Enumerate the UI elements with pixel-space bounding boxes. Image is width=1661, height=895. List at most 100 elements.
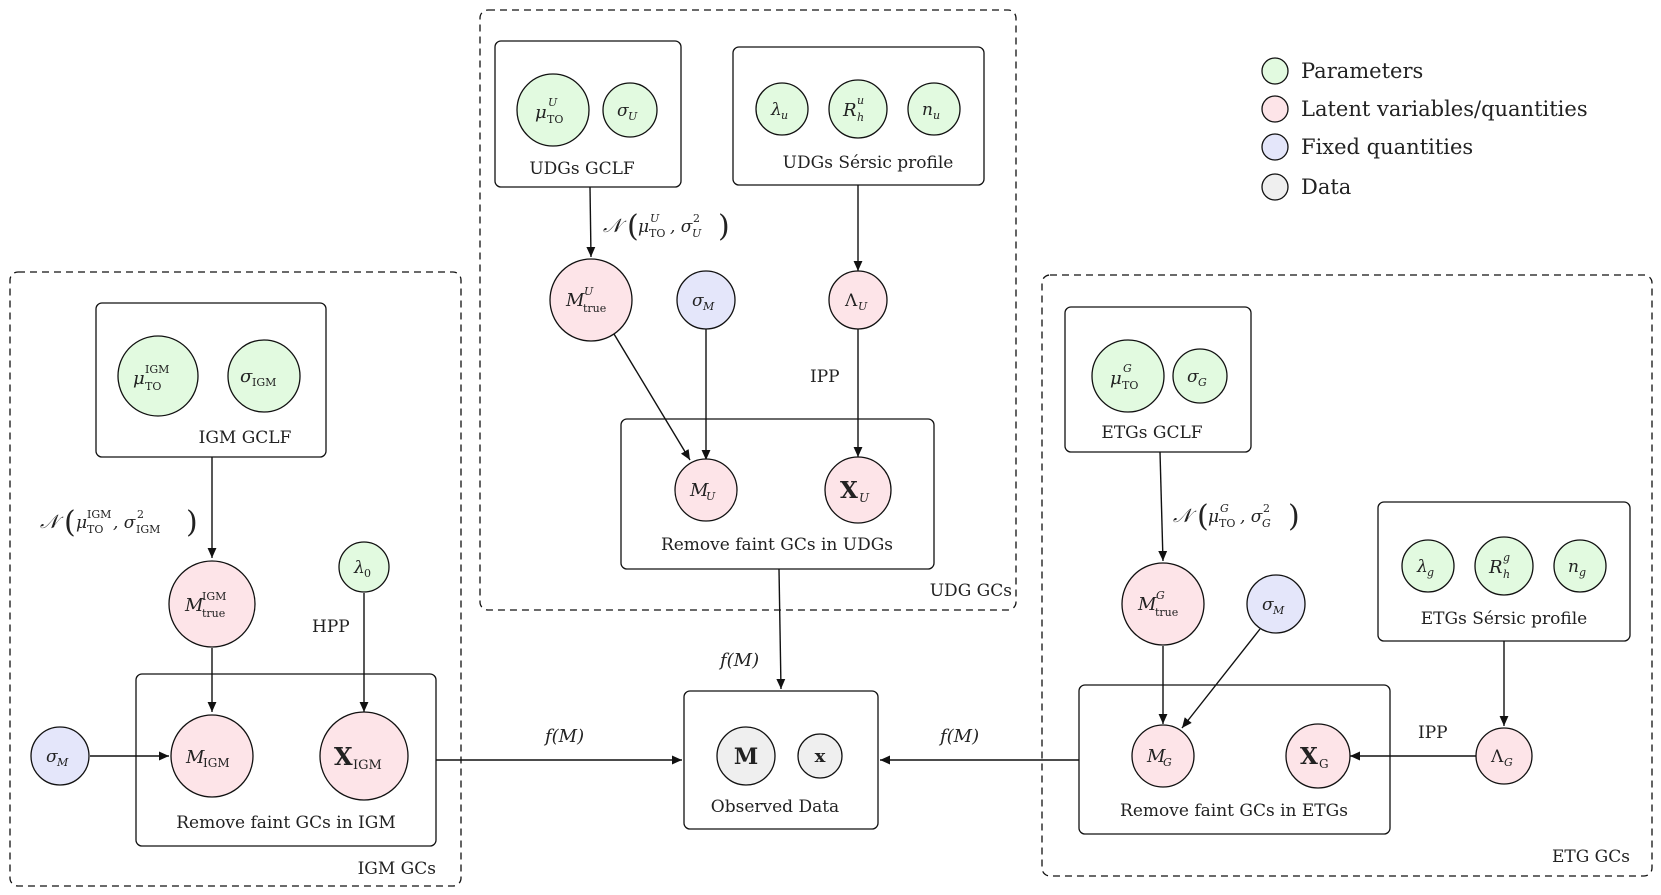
udg-remove-label: Remove faint GCs in UDGs <box>661 535 893 555</box>
svg-text:M: M <box>185 747 205 768</box>
svg-text:μ: μ <box>1110 368 1122 389</box>
svg-text:u: u <box>933 109 940 122</box>
rh-g-node: R h g <box>1474 536 1534 596</box>
etg-remove-label: Remove faint GCs in ETGs <box>1120 801 1348 821</box>
svg-text:X: X <box>1300 743 1318 770</box>
sigma-m-udg-node: σ M <box>676 270 736 330</box>
svg-text:g: g <box>1427 566 1434 579</box>
svg-text:G: G <box>1163 756 1172 769</box>
svg-text:λ: λ <box>770 100 782 120</box>
svg-text:μ: μ <box>133 368 145 389</box>
hpp-label: HPP <box>312 617 350 637</box>
etg-sersic-label: ETGs Sérsic profile <box>1421 609 1587 629</box>
svg-text:TO: TO <box>1122 379 1138 392</box>
svg-text:, σ: , σ <box>1240 507 1263 527</box>
svg-text:2: 2 <box>1263 502 1270 515</box>
edge-udg-to-observed <box>776 568 786 690</box>
svg-text:𝒩: 𝒩 <box>1173 505 1197 527</box>
svg-text:G: G <box>1123 362 1132 375</box>
svg-text:M: M <box>1146 746 1166 767</box>
svg-text:): ) <box>186 505 198 540</box>
svg-text:u: u <box>857 94 864 107</box>
udg-fm-label: f(M) <box>718 650 759 671</box>
svg-text:μ: μ <box>76 513 87 533</box>
svg-text:TO: TO <box>87 523 103 536</box>
svg-text:, σ: , σ <box>113 513 136 533</box>
sigma-igm-node: σ IGM <box>227 339 301 413</box>
svg-text:X: X <box>840 477 858 504</box>
svg-text:M: M <box>1272 604 1285 617</box>
svg-text:σ: σ <box>692 291 704 311</box>
svg-text:σ: σ <box>1262 595 1274 615</box>
svg-text:U: U <box>628 110 638 123</box>
etg-fm-label: f(M) <box>938 726 979 747</box>
legend-item-parameters: Parameters <box>1261 57 1423 85</box>
lambda-g-node: λ g <box>1401 539 1455 593</box>
svg-text:TO: TO <box>145 380 161 393</box>
svg-text:M: M <box>734 744 758 770</box>
svg-text:G: G <box>1156 589 1165 602</box>
udg-ipp-label: IPP <box>810 367 840 387</box>
sigma-u-node: σ U <box>602 82 658 138</box>
svg-text:R: R <box>1488 557 1503 578</box>
svg-text:X: X <box>334 742 353 771</box>
svg-text:G: G <box>1319 757 1329 771</box>
svg-text:n: n <box>922 100 933 120</box>
svg-text:M: M <box>184 595 204 616</box>
svg-text:U: U <box>858 300 868 313</box>
lambda-cap-u-node: Λ U <box>828 270 888 330</box>
svg-text:(: ( <box>627 209 639 244</box>
udg-group-label: UDG GCs <box>930 581 1012 601</box>
rh-u-node: R h u <box>828 79 888 139</box>
etg-group-plate <box>1041 274 1653 877</box>
m-true-g-node: M true G <box>1121 562 1205 646</box>
m-g-node: M G <box>1131 724 1195 788</box>
svg-text:TO: TO <box>547 113 563 126</box>
svg-text:U: U <box>584 285 594 298</box>
svg-text:true: true <box>202 607 225 620</box>
svg-text:σ: σ <box>46 747 58 767</box>
svg-text:g: g <box>1503 551 1510 564</box>
n-g-node: n g <box>1553 539 1607 593</box>
svg-text:𝒩: 𝒩 <box>603 215 627 237</box>
udg-normal-distribution-label: 𝒩 ( μ TO U , σ U 2 ) <box>603 209 730 244</box>
igm-group-plate <box>9 271 462 887</box>
svg-text:U: U <box>548 96 558 109</box>
svg-text:h: h <box>1503 568 1510 581</box>
mu-to-u-node: μ TO U <box>516 73 590 147</box>
igm-remove-label: Remove faint GCs in IGM <box>176 813 396 833</box>
igm-gclf-plate <box>95 302 327 458</box>
svg-text:TO: TO <box>1219 517 1235 530</box>
svg-text:IGM: IGM <box>252 376 276 389</box>
svg-text:, σ: , σ <box>670 217 693 237</box>
svg-text:Data: Data <box>1301 175 1351 199</box>
legend-item-data: Data <box>1261 173 1351 201</box>
m-true-u-node: M true U <box>549 258 633 342</box>
svg-text:U: U <box>706 490 716 503</box>
svg-text:G: G <box>1198 376 1207 389</box>
svg-text:λ: λ <box>353 558 365 578</box>
svg-text:): ) <box>718 209 730 244</box>
svg-text:G: G <box>1504 756 1513 769</box>
igm-fm-label: f(M) <box>543 726 584 747</box>
svg-text:M: M <box>1137 594 1157 615</box>
observed-data-plate <box>683 690 879 830</box>
edge-etg-gclf-to-mtrue <box>1158 451 1168 562</box>
svg-text:λ: λ <box>1416 557 1428 577</box>
svg-text:(: ( <box>1197 499 1209 534</box>
udg-sersic-label: UDGs Sérsic profile <box>783 153 954 173</box>
m-igm-node: M IGM <box>170 714 254 798</box>
svg-text:IGM: IGM <box>202 590 226 603</box>
svg-text:G: G <box>1220 502 1229 515</box>
edge-udg-gclf-to-mtrue <box>586 186 596 258</box>
legend: Parameters Latent variables/quantities F… <box>1261 57 1588 201</box>
etg-ipp-label: IPP <box>1418 723 1448 743</box>
n-u-node: n u <box>907 82 961 136</box>
svg-text:g: g <box>1579 566 1586 579</box>
legend-item-fixed: Fixed quantities <box>1261 133 1473 161</box>
svg-text:IGM: IGM <box>145 363 169 376</box>
svg-text:σ: σ <box>1187 367 1199 387</box>
igm-group-label: IGM GCs <box>358 859 436 879</box>
svg-text:IGM: IGM <box>87 508 111 521</box>
